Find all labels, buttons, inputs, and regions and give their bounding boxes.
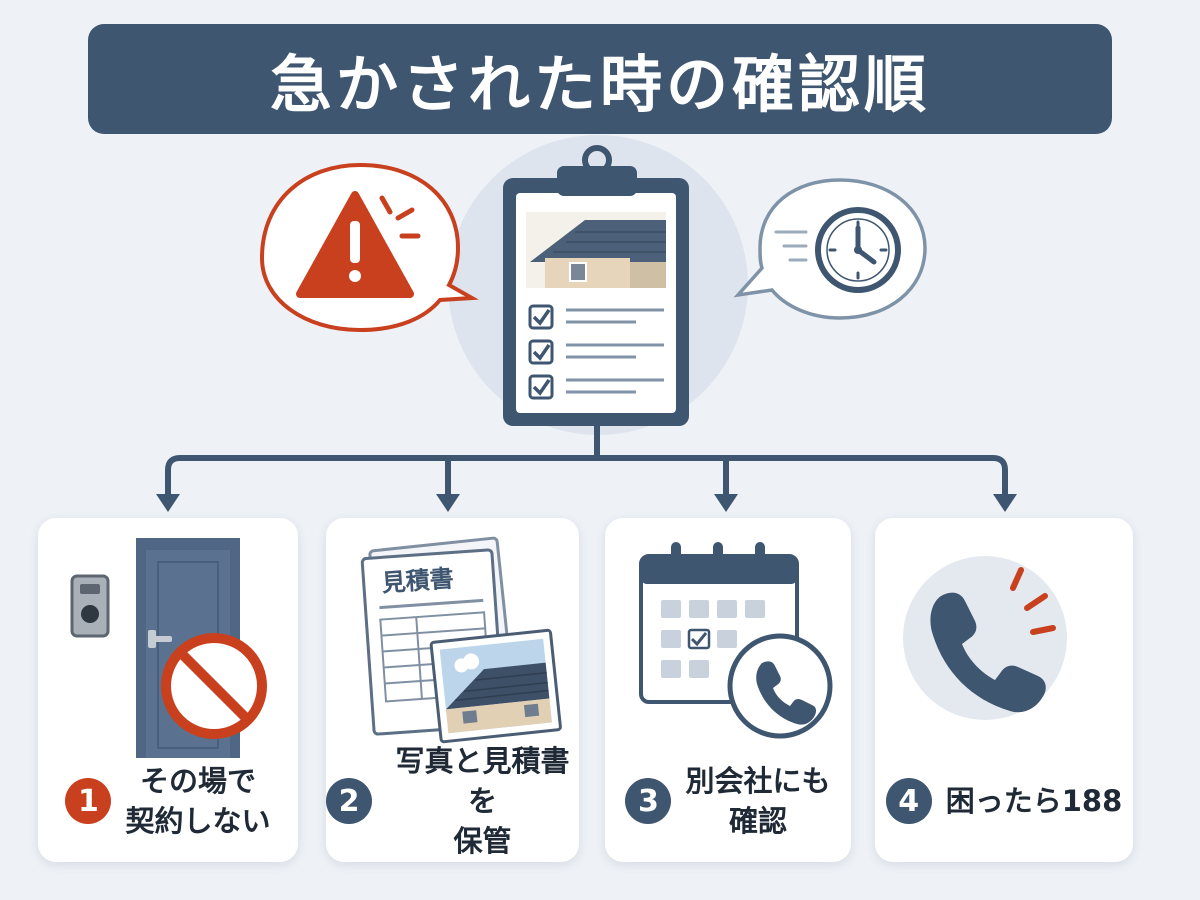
estimate-doc-label: 見積書 xyxy=(381,564,455,597)
step-card-3: 3 別会社にも 確認 xyxy=(605,518,851,862)
step-2-caption: 2 写真と見積書を 保管 xyxy=(326,744,579,858)
step-number-badge: 4 xyxy=(885,778,932,824)
door-prohibited-icon xyxy=(70,538,267,758)
warning-icon xyxy=(296,191,414,298)
clock-icon xyxy=(815,207,901,293)
calendar-phone-icon xyxy=(639,542,833,739)
speed-lines xyxy=(774,230,808,262)
ring-lines xyxy=(1010,567,1056,635)
checklist xyxy=(528,304,664,400)
connector-arrowheads xyxy=(156,494,1017,512)
step-3-caption: 3 別会社にも 確認 xyxy=(605,756,851,846)
step-label: その場で 契約しない xyxy=(125,764,271,838)
step-number-badge: 3 xyxy=(625,778,672,824)
documents-photo-icon: 見積書 xyxy=(360,536,562,744)
phone-call-icon xyxy=(903,556,1067,720)
step-card-1: 1 その場で 契約しない xyxy=(38,518,298,862)
step-number-badge: 2 xyxy=(326,778,372,824)
step-card-4: 4 困ったら188 xyxy=(875,518,1133,862)
alert-lines xyxy=(379,195,421,239)
clipboard-checklist-icon xyxy=(503,145,689,426)
title-banner: 急かされた時の確認順 xyxy=(88,24,1112,134)
step-label: 困ったら188 xyxy=(945,784,1123,818)
step-1-caption: 1 その場で 契約しない xyxy=(38,756,298,846)
step-label: 別会社にも 確認 xyxy=(685,764,831,838)
step-number-badge: 1 xyxy=(65,778,112,824)
step-label: 写真と見積書を 保管 xyxy=(395,744,570,858)
house-photo xyxy=(429,628,562,744)
step-card-2: 見積書 xyxy=(326,518,579,862)
connector-tree xyxy=(165,423,1008,499)
step-4-caption: 4 困ったら188 xyxy=(875,756,1133,846)
page-title: 急かされた時の確認順 xyxy=(269,48,930,121)
warning-bubble xyxy=(259,162,479,333)
clock-bubble xyxy=(733,178,927,320)
